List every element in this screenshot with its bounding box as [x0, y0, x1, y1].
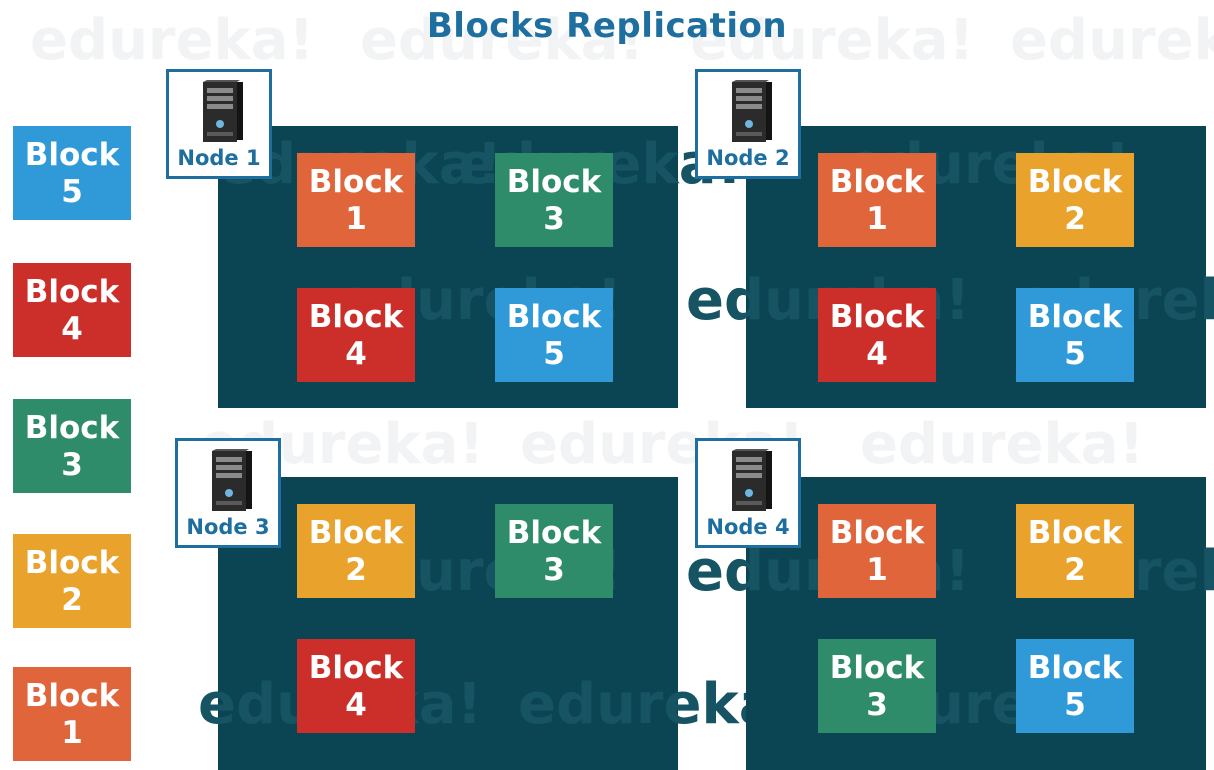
block-word: Block: [506, 515, 602, 551]
server-icon: [732, 449, 772, 511]
block-number: 4: [345, 687, 367, 723]
node-4-block-5: Block 5: [1016, 639, 1134, 733]
block-word: Block: [308, 164, 404, 200]
node-3-block-3: Block 3: [495, 504, 613, 598]
block-number: 2: [1064, 201, 1086, 237]
block-word: Block: [829, 515, 925, 551]
node-4-block-3: Block 3: [818, 639, 936, 733]
block-word: Block: [24, 274, 120, 310]
node-2-name: Node 2: [706, 146, 790, 170]
block-number: 2: [1064, 552, 1086, 588]
block-number: 4: [866, 336, 888, 372]
source-block-3: Block 3: [13, 399, 131, 493]
block-word: Block: [24, 410, 120, 446]
block-word: Block: [308, 299, 404, 335]
block-number: 1: [345, 201, 367, 237]
node-4-label: Node 4: [695, 438, 801, 548]
source-block-2: Block 2: [13, 534, 131, 628]
node-1-label: Node 1: [166, 69, 272, 179]
block-number: 3: [61, 447, 83, 483]
server-icon: [203, 80, 243, 142]
block-word: Block: [24, 678, 120, 714]
watermark-text: edureka!: [860, 412, 1145, 477]
block-word: Block: [1027, 515, 1123, 551]
block-number: 5: [61, 174, 83, 210]
block-number: 1: [866, 201, 888, 237]
block-word: Block: [1027, 650, 1123, 686]
block-number: 1: [866, 552, 888, 588]
node-3-block-4: Block 4: [297, 639, 415, 733]
block-word: Block: [24, 545, 120, 581]
node-3-name: Node 3: [186, 515, 270, 539]
node-2-block-4: Block 4: [818, 288, 936, 382]
node-1-block-5: Block 5: [495, 288, 613, 382]
node-1-block-1: Block 1: [297, 153, 415, 247]
block-word: Block: [308, 650, 404, 686]
source-block-4: Block 4: [13, 263, 131, 357]
block-number: 3: [866, 687, 888, 723]
node-2-label: Node 2: [695, 69, 801, 179]
block-word: Block: [24, 137, 120, 173]
block-word: Block: [308, 515, 404, 551]
node-4-panel: edureka! edureka! edureka! Block 1 Block…: [686, 477, 1214, 770]
block-number: 2: [345, 552, 367, 588]
server-icon: [732, 80, 772, 142]
node-3-block-2: Block 2: [297, 504, 415, 598]
block-word: Block: [829, 650, 925, 686]
node-2-block-5: Block 5: [1016, 288, 1134, 382]
block-word: Block: [829, 299, 925, 335]
block-number: 4: [345, 336, 367, 372]
node-2-block-1: Block 1: [818, 153, 936, 247]
block-word: Block: [506, 299, 602, 335]
block-word: Block: [829, 164, 925, 200]
block-number: 3: [543, 552, 565, 588]
server-icon: [212, 449, 252, 511]
diagram-title: Blocks Replication: [426, 6, 788, 46]
node-2-panel: edureka! edureka! edureka! Block 1 Block…: [686, 126, 1214, 408]
block-word: Block: [506, 164, 602, 200]
node-3-panel: edureka! edureka! edureka! Block 2 Block…: [198, 477, 802, 770]
block-number: 1: [61, 715, 83, 751]
node-4-block-1: Block 1: [818, 504, 936, 598]
source-block-1: Block 1: [13, 667, 131, 761]
node-1-panel: edureka! edureka! edureka! Block 1 Block…: [218, 126, 742, 408]
node-4-block-2: Block 2: [1016, 504, 1134, 598]
source-block-5: Block 5: [13, 126, 131, 220]
node-4-name: Node 4: [706, 515, 790, 539]
block-number: 5: [543, 336, 565, 372]
node-1-block-4: Block 4: [297, 288, 415, 382]
block-word: Block: [1027, 164, 1123, 200]
node-1-name: Node 1: [177, 146, 261, 170]
block-number: 2: [61, 582, 83, 618]
node-2-block-2: Block 2: [1016, 153, 1134, 247]
block-word: Block: [1027, 299, 1123, 335]
block-number: 5: [1064, 336, 1086, 372]
node-3-label: Node 3: [175, 438, 281, 548]
block-number: 3: [543, 201, 565, 237]
node-1-block-3: Block 3: [495, 153, 613, 247]
block-number: 4: [61, 311, 83, 347]
block-number: 5: [1064, 687, 1086, 723]
